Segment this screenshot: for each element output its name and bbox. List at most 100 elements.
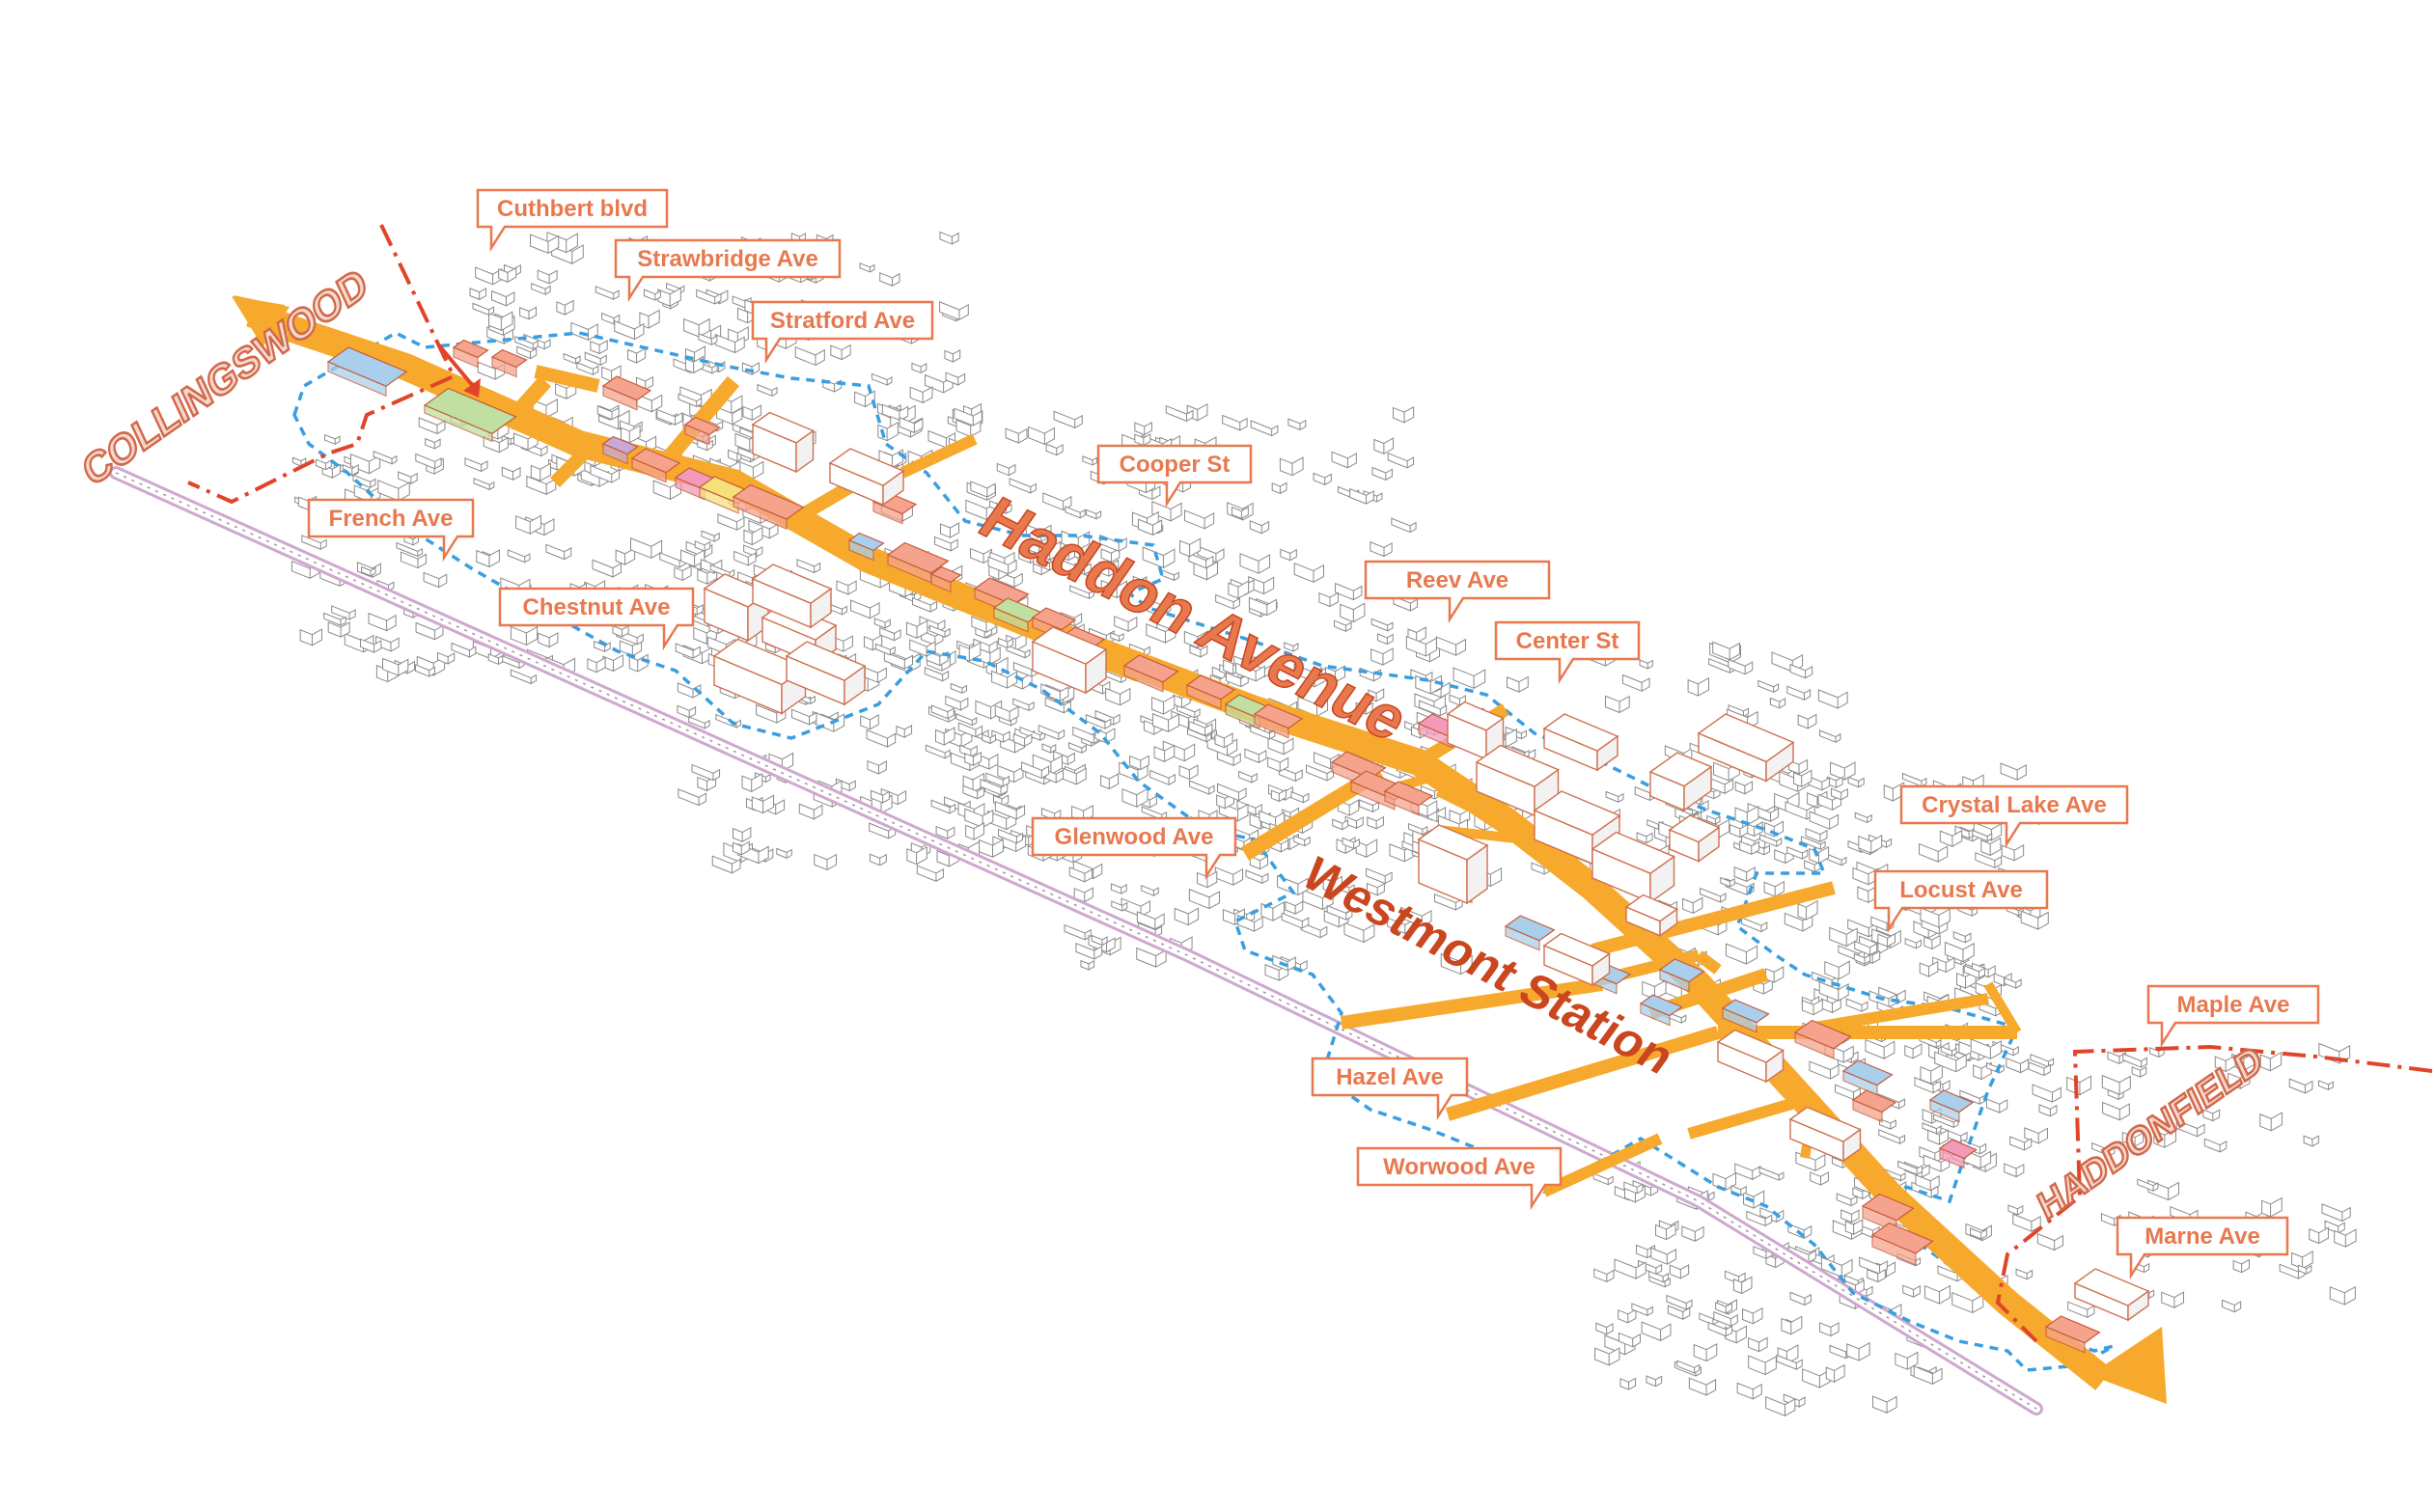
house-footprint [316, 458, 332, 471]
house-footprint [1248, 576, 1275, 595]
house-footprint [1279, 456, 1304, 477]
house-footprint [1012, 698, 1035, 712]
street-callout: Locust Ave [1873, 869, 2049, 934]
house-footprint [491, 289, 515, 307]
house-footprint [1197, 870, 1218, 889]
house-footprint [1146, 622, 1176, 644]
house-footprint [2004, 976, 2022, 989]
street-callout: Chestnut Ave [498, 587, 695, 651]
house-footprint [1026, 541, 1046, 555]
house-footprint [678, 788, 706, 807]
house-footprint [1605, 790, 1624, 803]
house-footprint [1165, 404, 1194, 423]
house-footprint [415, 453, 442, 470]
house-footprint [1086, 509, 1102, 520]
house-footprint [1865, 1038, 1895, 1059]
house-footprint [1405, 635, 1437, 657]
house-footprint [1831, 787, 1848, 801]
street-callout: Strawbridge Ave [614, 238, 842, 303]
house-footprint [1769, 697, 1786, 709]
large-building [828, 448, 905, 507]
house-footprint [1725, 943, 1758, 965]
house-footprint [1655, 1223, 1676, 1241]
house-footprint [743, 544, 763, 558]
house-footprint [1895, 1351, 1919, 1370]
house-footprint [1715, 1302, 1732, 1314]
house-footprint [1041, 743, 1057, 754]
house-footprint [1970, 1038, 2002, 1060]
house-footprint [1349, 487, 1374, 505]
house-footprint [2102, 1101, 2130, 1121]
house-footprint [1592, 1172, 1614, 1186]
house-footprint [1748, 1355, 1777, 1376]
large-building [1624, 893, 1678, 938]
house-footprint [1325, 665, 1346, 683]
house-footprint [1918, 842, 1949, 863]
house-footprint [1377, 633, 1394, 646]
house-footprint [743, 526, 763, 546]
large-building [2073, 1268, 2150, 1322]
house-footprint [1787, 758, 1809, 775]
house-footprint [987, 556, 1017, 575]
parcel-building [1870, 1222, 1934, 1266]
house-footprint [1878, 1129, 1906, 1144]
house-footprint [1318, 591, 1340, 608]
street-callout: Cooper St [1096, 444, 1253, 509]
house-footprint [2007, 1204, 2024, 1216]
callout-box [307, 498, 475, 563]
house-footprint [1980, 837, 2002, 857]
house-footprint [1648, 1270, 1669, 1283]
house-footprint [2291, 1251, 2313, 1270]
parcel-building [423, 387, 517, 443]
house-footprint [2334, 1228, 2357, 1248]
house-footprint [1902, 1284, 1921, 1298]
street-label: Maple Ave [2177, 992, 2290, 1018]
house-footprint [879, 272, 900, 288]
house-footprint [925, 744, 951, 759]
house-footprint [1025, 524, 1052, 543]
parcel-building [1721, 999, 1770, 1033]
house-footprint [1676, 1360, 1701, 1374]
house-footprint [2321, 1203, 2351, 1223]
house-footprint [1904, 937, 1922, 949]
house-footprint [1335, 582, 1363, 601]
house-footprint [1270, 788, 1287, 803]
house-footprint [1934, 1051, 1967, 1073]
house-footprint [1284, 642, 1299, 652]
house-footprint [361, 565, 376, 577]
parcel-building [1185, 674, 1236, 710]
house-footprint [382, 657, 409, 676]
house-footprint [678, 393, 703, 408]
house-footprint [1366, 867, 1393, 885]
house-footprint [1764, 820, 1785, 838]
house-footprint [415, 664, 435, 677]
house-footprint [741, 362, 760, 375]
house-footprint [2214, 1055, 2236, 1073]
house-footprint [1359, 799, 1379, 813]
house-footprint [595, 286, 620, 300]
house-footprint [1639, 659, 1653, 670]
house-footprint [675, 643, 701, 659]
house-footprint [1809, 845, 1830, 865]
house-footprint [1094, 709, 1121, 726]
house-footprint [1720, 876, 1735, 888]
large-building [1417, 824, 1489, 905]
house-footprint [507, 549, 531, 564]
large-building [1591, 831, 1675, 904]
house-footprint [1830, 761, 1856, 781]
house-footprint [626, 347, 646, 364]
house-footprint [1636, 832, 1653, 844]
house-footprint [1728, 658, 1754, 675]
house-footprint [1883, 782, 1905, 802]
house-footprint [1453, 667, 1486, 690]
house-footprint [1189, 645, 1208, 658]
house-footprint [733, 550, 757, 566]
large-building [1716, 1029, 1785, 1084]
house-footprint [1028, 426, 1055, 446]
house-footprint [2318, 1080, 2334, 1091]
house-footprint [1700, 887, 1727, 903]
house-footprint [1099, 559, 1120, 577]
house-footprint [1136, 947, 1167, 968]
house-footprint [1604, 695, 1630, 714]
house-footprint [1623, 1181, 1644, 1195]
